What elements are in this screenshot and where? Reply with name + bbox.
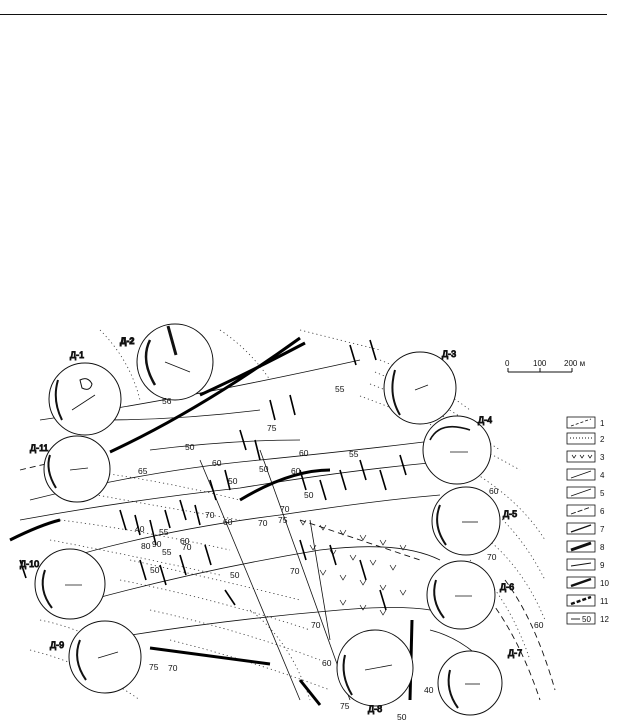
diagram-d2: Д-2: [120, 323, 214, 401]
diagram-label: Д-8: [368, 704, 382, 714]
svg-text:55: 55: [349, 449, 359, 459]
diagram-d7: Д-7: [437, 648, 523, 716]
legend: 1 2 3 4 5 6 7 8 9 10 11 12 50: [566, 416, 609, 625]
svg-text:200 м: 200 м: [564, 359, 585, 368]
dip-values: 56 55 65 60 50 50 50 55 60 75 60 50 60 7…: [135, 384, 544, 722]
svg-text:70: 70: [182, 542, 192, 552]
svg-text:70: 70: [205, 510, 215, 520]
thick-faults: [9, 336, 414, 706]
svg-text:60: 60: [291, 466, 301, 476]
svg-text:60: 60: [299, 448, 309, 458]
top-rule: [0, 14, 607, 15]
svg-text:60: 60: [180, 536, 190, 546]
svg-text:55: 55: [335, 384, 345, 394]
thin-contacts: [19, 359, 501, 701]
svg-text:40: 40: [424, 685, 434, 695]
diagram-d8: Д-8: [336, 629, 414, 715]
svg-text:9: 9: [600, 561, 605, 570]
svg-text:3: 3: [600, 453, 605, 462]
diagram-d4: Д-4: [422, 415, 493, 485]
svg-text:7: 7: [600, 525, 605, 534]
svg-text:50: 50: [259, 464, 269, 474]
svg-text:70: 70: [311, 620, 321, 630]
diagram-d11: Д-11: [30, 435, 111, 503]
svg-text:5: 5: [600, 489, 605, 498]
diagram-d9: Д-9: [50, 620, 142, 694]
svg-text:60: 60: [212, 458, 222, 468]
svg-text:50: 50: [228, 476, 238, 486]
diagram-label: Д-11: [30, 443, 48, 453]
svg-text:60: 60: [534, 620, 544, 630]
svg-text:70: 70: [258, 518, 268, 528]
scale-bar: 0 100 200 м: [505, 359, 585, 373]
svg-text:75: 75: [267, 423, 277, 433]
svg-text:55: 55: [162, 547, 172, 557]
diagram-d10: Д-10: [20, 548, 106, 620]
svg-text:100: 100: [533, 359, 547, 368]
svg-text:75: 75: [340, 701, 350, 711]
svg-text:4: 4: [600, 471, 605, 480]
diagram-d5: Д-5: [431, 486, 518, 556]
diagram-label: Д-2: [120, 336, 134, 346]
svg-text:50: 50: [230, 570, 240, 580]
svg-text:55: 55: [159, 527, 169, 537]
svg-text:90: 90: [152, 539, 162, 549]
svg-text:70: 70: [290, 566, 300, 576]
svg-text:12: 12: [600, 615, 609, 624]
svg-text:60: 60: [322, 658, 332, 668]
diagram-label: Д-4: [478, 415, 492, 425]
svg-text:75: 75: [149, 662, 159, 672]
svg-text:10: 10: [600, 579, 609, 588]
diagram-label: Д-5: [503, 509, 517, 519]
svg-text:50: 50: [397, 712, 407, 722]
svg-text:70: 70: [168, 663, 178, 673]
diagram-label: Д-10: [20, 559, 39, 569]
svg-text:50: 50: [582, 615, 591, 624]
svg-text:2: 2: [600, 435, 605, 444]
diagram-label: Д-6: [500, 582, 514, 592]
svg-text:80: 80: [141, 541, 151, 551]
structural-map: Д-1 Д-2 Д-3 Д-4 Д-5: [9, 323, 609, 722]
diagram-d1: Д-1: [48, 350, 122, 436]
svg-text:40: 40: [135, 524, 145, 534]
svg-text:70: 70: [487, 552, 497, 562]
diagram-d6: Д-6: [426, 560, 515, 630]
diagram-label: Д-7: [508, 648, 522, 658]
svg-text:11: 11: [600, 597, 609, 606]
svg-text:50: 50: [150, 565, 160, 575]
svg-text:56: 56: [162, 396, 172, 406]
svg-text:1: 1: [600, 419, 605, 428]
svg-text:6: 6: [600, 507, 605, 516]
diagram-label: Д-1: [70, 350, 84, 360]
svg-text:65: 65: [138, 466, 148, 476]
svg-text:70: 70: [280, 504, 290, 514]
svg-text:50: 50: [185, 442, 195, 452]
diagram-label: Д-9: [50, 640, 64, 650]
fracture-ticks: [19, 339, 407, 611]
svg-text:60: 60: [223, 517, 233, 527]
diagram-d3: Д-3: [383, 349, 457, 425]
svg-text:0: 0: [505, 359, 510, 368]
svg-text:75: 75: [278, 515, 288, 525]
svg-text:8: 8: [600, 543, 605, 552]
v-pattern-zone: [299, 519, 407, 616]
diagram-label: Д-3: [442, 349, 456, 359]
svg-text:60: 60: [489, 486, 499, 496]
stereonet-diagrams: Д-1 Д-2 Д-3 Д-4 Д-5: [20, 323, 523, 716]
svg-text:50: 50: [304, 490, 314, 500]
